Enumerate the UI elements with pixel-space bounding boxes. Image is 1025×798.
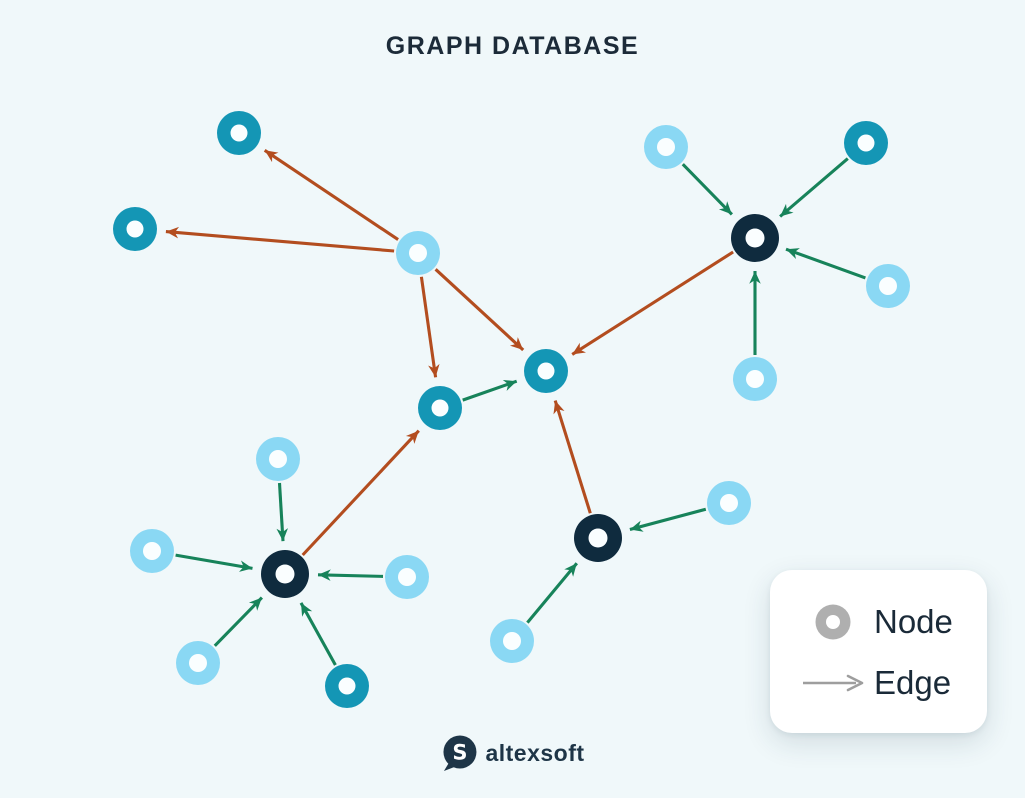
graph-node xyxy=(396,231,440,275)
graph-node xyxy=(524,349,568,393)
node-icon xyxy=(800,602,866,642)
svg-text:S: S xyxy=(452,741,467,765)
graph-node xyxy=(256,437,300,481)
nodes-layer xyxy=(113,111,910,708)
legend-label-edge: Edge xyxy=(874,663,952,701)
graph-node xyxy=(574,514,622,562)
graph-node xyxy=(325,664,369,708)
altexsoft-logo-icon: S xyxy=(440,733,478,773)
brand-footer: S altexsoft xyxy=(440,733,584,773)
edge-arrow-icon xyxy=(800,674,866,692)
graph-edge xyxy=(317,569,384,581)
graph-edge xyxy=(462,379,518,402)
graph-edge xyxy=(299,602,337,666)
graph-edge xyxy=(571,250,734,356)
legend-row-edge: Edge xyxy=(800,664,987,702)
graph-edge xyxy=(263,149,399,241)
graph-edge xyxy=(165,226,395,253)
graph-node xyxy=(385,555,429,599)
graph-edge xyxy=(629,507,707,532)
graph-edge xyxy=(301,429,420,557)
graph-node xyxy=(217,111,261,155)
edges-layer xyxy=(165,149,866,666)
graph-edge xyxy=(779,157,849,218)
graph-node xyxy=(644,125,688,169)
graph-edge xyxy=(276,482,288,542)
graph-node xyxy=(844,121,888,165)
legend-card: Node Edge xyxy=(770,570,987,733)
graph-node xyxy=(176,641,220,685)
graph-node xyxy=(130,529,174,573)
graph-edge xyxy=(175,553,253,572)
brand-name: altexsoft xyxy=(485,739,585,766)
graph-node xyxy=(113,207,157,251)
legend-row-node: Node xyxy=(800,602,987,642)
graph-edge xyxy=(434,268,525,352)
graph-edge xyxy=(553,400,592,514)
graph-edge xyxy=(681,163,734,216)
graph-node xyxy=(733,357,777,401)
legend-label-node: Node xyxy=(874,602,953,640)
graph-node xyxy=(261,550,309,598)
graph-node xyxy=(490,619,534,663)
graph-edge xyxy=(785,247,866,280)
graph-edge xyxy=(419,276,440,378)
graph-edge xyxy=(526,562,578,624)
graph-node xyxy=(418,386,462,430)
graph-edge xyxy=(213,596,264,647)
graph-node xyxy=(707,481,751,525)
graph-node xyxy=(731,214,779,262)
figure-title: GRAPH DATABASE xyxy=(385,32,640,60)
graph-node xyxy=(866,264,910,308)
